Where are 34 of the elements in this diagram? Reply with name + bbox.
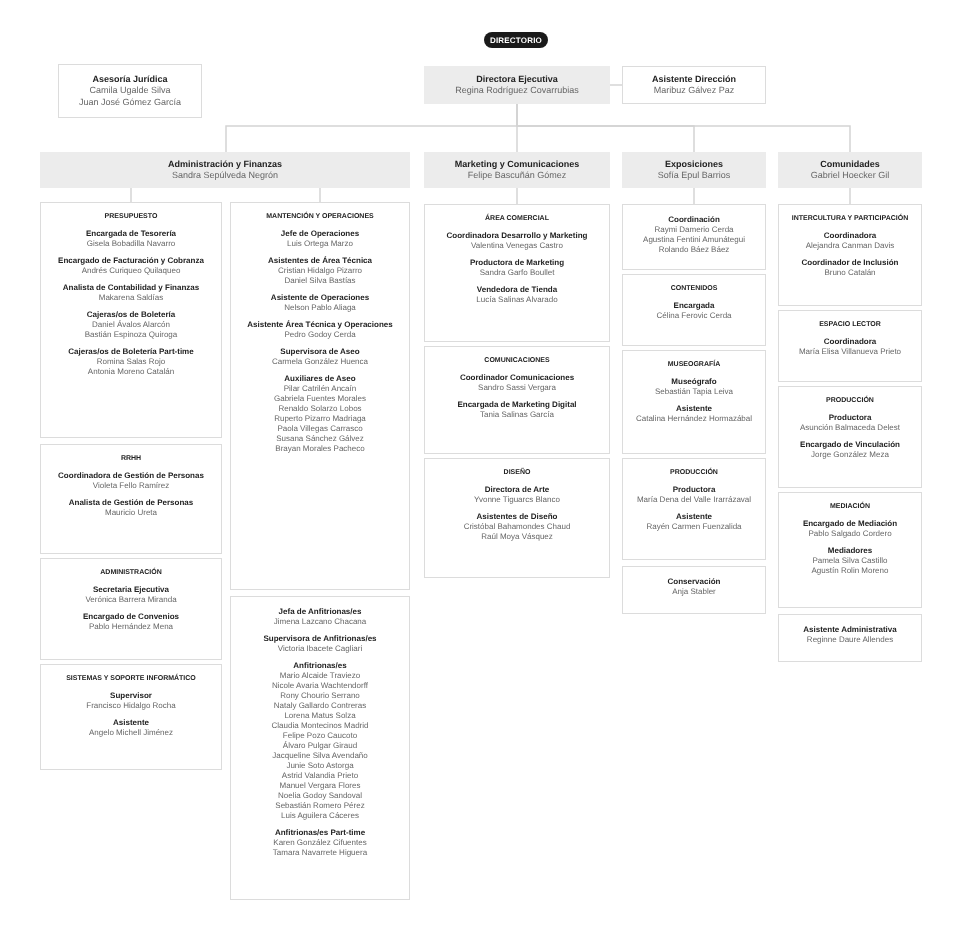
department-panel [622,566,766,614]
department-panel [40,558,222,660]
department-panel [778,310,922,382]
connector-line [693,187,695,205]
department-panel [40,444,222,554]
department-panel [424,346,610,454]
connector-line [319,187,321,203]
department-panel [40,664,222,770]
connector-line [130,187,132,203]
board-label [484,32,548,48]
position-box [58,64,202,118]
department-panel [778,614,922,662]
department-panel [778,204,922,306]
position-box [40,152,410,188]
department-panel [622,204,766,270]
position-box [622,152,766,188]
department-panel [622,458,766,560]
position-box [622,66,766,104]
department-panel [40,202,222,438]
department-panel [230,202,410,590]
department-panel [424,204,610,342]
position-box [424,152,610,188]
position-box [424,66,610,104]
connector-line [609,84,623,86]
connector-line [516,187,518,205]
department-panel [230,596,410,900]
connector-line [516,103,851,153]
department-panel [424,458,610,578]
position-box [778,152,922,188]
department-panel [622,274,766,346]
department-panel [778,386,922,488]
connector-line [849,187,851,205]
department-panel [622,350,766,454]
department-panel [778,492,922,608]
